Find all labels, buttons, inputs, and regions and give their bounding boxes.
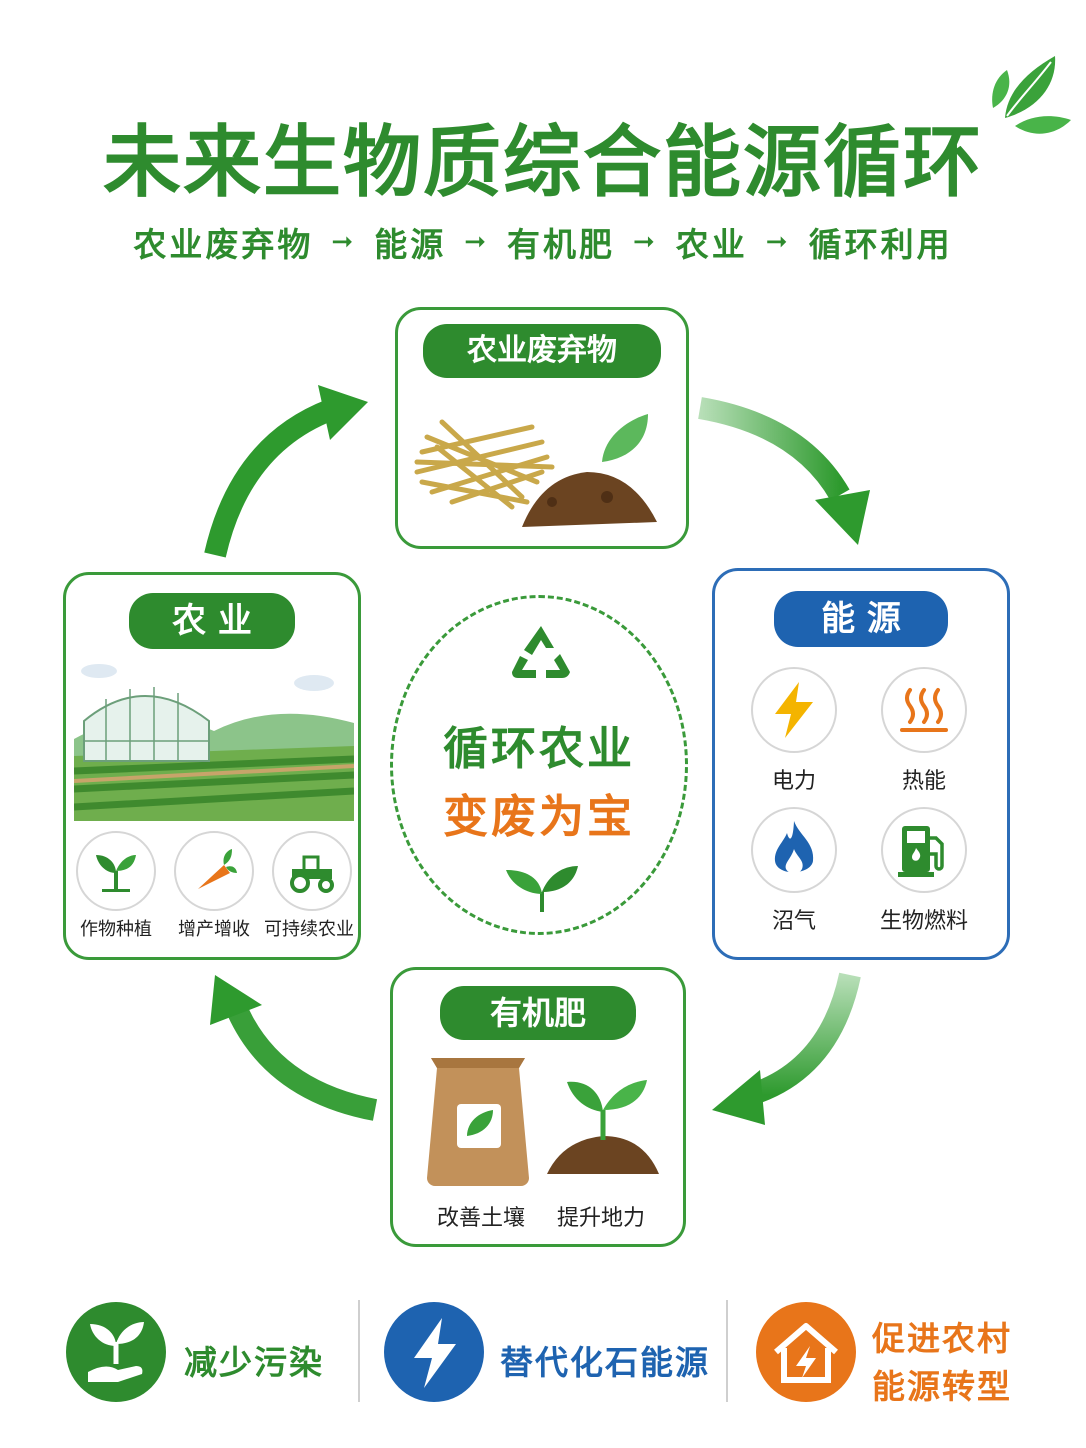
energy-item-label: 生物燃料 <box>879 909 968 934</box>
leaf-hand-icon <box>66 1302 166 1402</box>
benefit-text-line2: 能源转型 <box>872 1367 1012 1406</box>
flow-step: 循环利用 <box>808 225 953 264</box>
fertilizer-card: 有机肥 改善土壤 提升地力 <box>390 967 686 1247</box>
fertilizer-bag-icon <box>427 1058 529 1186</box>
energy-card-title: 能 源 <box>774 591 948 647</box>
divider <box>726 1300 728 1402</box>
fertilizer-caption: 改善土壤 <box>436 1206 525 1231</box>
center-subtitle: 变废为宝 <box>442 790 635 843</box>
flow-line: 农业废弃物 ➞ 能源 ➞ 有机肥 ➞ 农业 ➞ 循环利用 <box>0 222 1086 264</box>
carrot-icon <box>174 831 254 911</box>
benefit-text: 替代化石能源 <box>500 1343 710 1382</box>
arrowhead <box>712 1070 765 1125</box>
divider <box>358 1300 360 1402</box>
waste-card-title: 农业废弃物 <box>423 324 661 378</box>
energy-item-label: 电力 <box>771 769 816 794</box>
center-oval <box>390 595 688 935</box>
greenhouse-field-image <box>74 661 354 821</box>
heat-icon <box>881 667 967 753</box>
flow-step: 农业 <box>675 225 748 264</box>
energy-item-label: 沼气 <box>771 909 816 934</box>
recycle-icon <box>512 626 570 678</box>
arrowhead <box>815 490 870 545</box>
agriculture-item-label: 可持续农业 <box>264 919 354 940</box>
leaves-icon <box>992 56 1071 134</box>
agriculture-card-title: 农 业 <box>129 593 295 649</box>
agriculture-item-label: 作物种植 <box>80 919 152 940</box>
arrowhead <box>210 975 262 1025</box>
seedling-soil-icon <box>547 1080 659 1174</box>
house-energy-icon <box>756 1302 856 1402</box>
benefit-text-line1: 促进农村 <box>872 1319 1012 1358</box>
straw-soil-icon <box>414 414 657 527</box>
arrow-waste-to-energy <box>698 397 850 501</box>
arrowhead <box>318 385 368 440</box>
agriculture-card: 农 业 <box>63 572 361 960</box>
fuel-pump-icon <box>881 807 967 893</box>
sprout-icon <box>76 831 156 911</box>
arrow-icon: ➞ <box>633 227 658 257</box>
sprout-icon <box>506 866 578 912</box>
flow-step: 农业废弃物 <box>133 225 314 264</box>
waste-card: 农业废弃物 <box>395 307 689 549</box>
fertilizer-card-title: 有机肥 <box>440 986 636 1040</box>
lightning-icon <box>751 667 837 753</box>
arrow-energy-to-fertilizer <box>746 972 861 1106</box>
agriculture-item-label: 增产增收 <box>178 919 250 940</box>
arrow-icon: ➞ <box>765 227 791 257</box>
flow-step: 有机肥 <box>507 225 615 264</box>
page-title: 未来生物质综合能源循环 <box>102 118 983 208</box>
arrow-icon: ➞ <box>331 227 357 257</box>
arrow-fertilizer-to-agriculture <box>224 1000 378 1121</box>
tractor-icon <box>272 831 352 911</box>
fertilizer-caption: 提升地力 <box>556 1206 645 1231</box>
energy-item-label: 热能 <box>901 769 946 794</box>
benefit-text: 减少污染 <box>184 1343 324 1382</box>
lightning-icon <box>384 1302 484 1402</box>
energy-card: 能 源 电力 热能 沼气 生物燃料 <box>712 568 1010 960</box>
center-title: 循环农业 <box>442 722 635 775</box>
flame-icon <box>751 807 837 893</box>
arrow-agriculture-to-waste <box>204 399 335 558</box>
arrow-icon: ➞ <box>464 227 489 257</box>
flow-step: 能源 <box>374 225 447 264</box>
